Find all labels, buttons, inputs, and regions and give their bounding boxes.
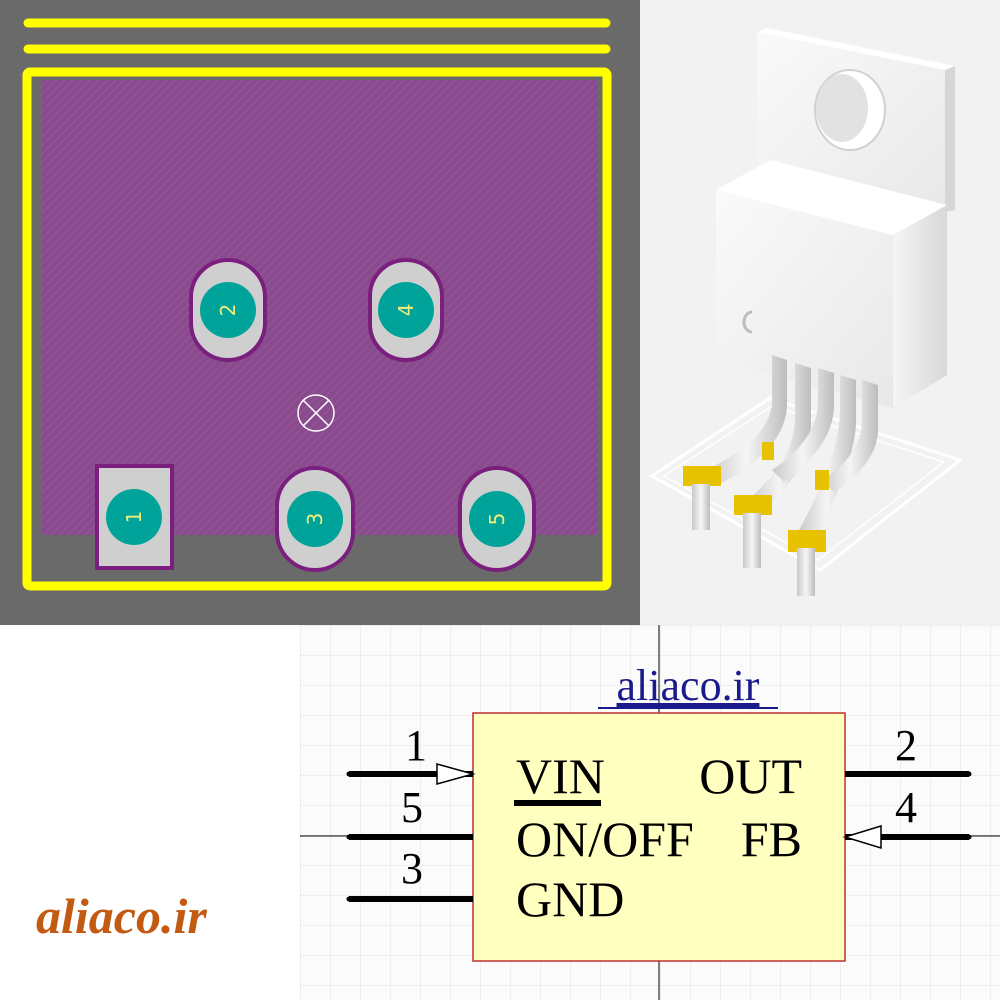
pin-2-name: OUT [699, 748, 802, 804]
pin-2-number: 2 [895, 721, 917, 770]
crosshair-icon [297, 394, 335, 432]
pin-3-gnd[interactable]: 3 GND [346, 844, 625, 927]
pad-3-label: 3 [303, 513, 327, 526]
pad-3-copper [287, 491, 343, 547]
3d-board-outline [649, 396, 964, 572]
input-arrow-icon [842, 824, 882, 850]
pad-3[interactable]: 3 [275, 466, 355, 572]
3d-lead-3 [762, 368, 834, 482]
pad-2[interactable]: 2 [189, 258, 267, 362]
pin-1-name: VIN [516, 748, 605, 804]
3d-board-outline-inner [662, 405, 946, 561]
3d-mounting-hole-inner [816, 74, 868, 142]
3d-package-body-front [716, 190, 893, 408]
pin-3-name: GND [516, 871, 624, 927]
silkscreen-outline [22, 67, 612, 591]
pad-1-copper [106, 489, 162, 545]
pad-4-copper [378, 282, 434, 338]
3d-package-body-top [716, 160, 947, 235]
pin-5-on-off[interactable]: 5 ON/OFF [346, 783, 694, 867]
brand-logo-text: aliaco.ir [36, 888, 207, 944]
pad-4-label: 4 [394, 304, 418, 317]
3d-lead-4 [788, 375, 857, 596]
pad-2-label: 2 [216, 304, 240, 317]
pad-1-label: 1 [122, 511, 146, 524]
pad-5[interactable]: 5 [458, 466, 536, 572]
3d-heatsink-tab-side [945, 66, 955, 212]
pin-2-out[interactable]: 2 OUT [699, 721, 972, 804]
3d-package-body-side [893, 205, 947, 408]
pin-4-fb[interactable]: 4 FB [741, 783, 972, 867]
pin-4-number: 4 [895, 783, 917, 832]
pcb-footprint-view: 1 2 4 3 5 [0, 0, 640, 625]
pin-5-name: ON/OFF [516, 811, 694, 867]
pin-5-number: 5 [401, 783, 423, 832]
pad-5-label: 5 [485, 513, 509, 526]
brand-panel: aliaco.ir [0, 625, 300, 1000]
3d-lead-1 [683, 355, 787, 530]
pad-2-copper [200, 282, 256, 338]
schematic-watermark: aliaco.ir [617, 661, 760, 710]
3d-lead-2 [734, 363, 811, 568]
pad-4[interactable]: 4 [368, 258, 444, 362]
3d-pin1-notch [742, 310, 753, 334]
pin-1-number: 1 [405, 721, 427, 770]
pin-4-name: FB [741, 811, 802, 867]
input-arrow-icon [436, 763, 476, 785]
pad-1[interactable]: 1 [95, 464, 174, 570]
component-body-area [42, 80, 598, 535]
3d-heatsink-tab-top [757, 28, 955, 70]
component-body [472, 712, 846, 962]
pad-5-copper [469, 491, 525, 547]
pin-1-vin[interactable]: 1 VIN [346, 721, 605, 806]
3d-model-view [640, 0, 1000, 625]
pin-3-number: 3 [401, 844, 423, 893]
schematic-symbol-view: aliaco.ir 1 VIN 5 ON/OFF 3 GND 2 OUT 4 F… [300, 625, 1000, 1000]
3d-lead-5 [815, 380, 879, 492]
